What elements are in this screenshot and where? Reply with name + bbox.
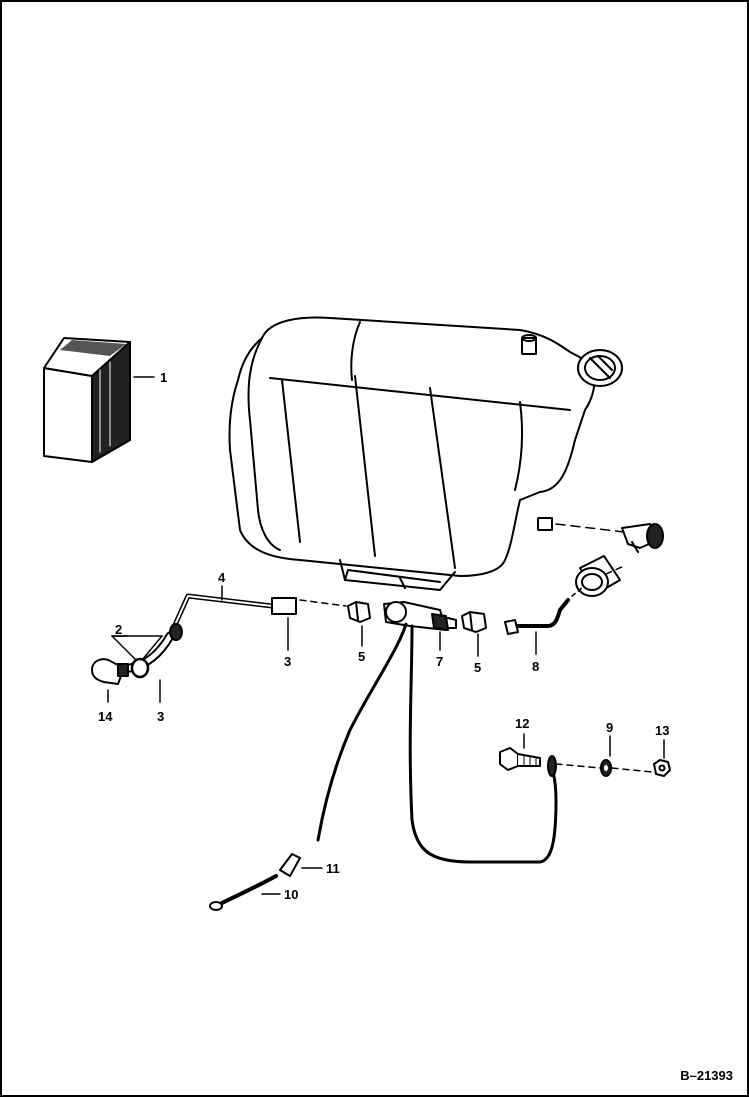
hose-icon — [125, 597, 297, 673]
bolt-icon — [499, 747, 557, 777]
callout-1: 1 — [160, 370, 167, 385]
fuel-tank — [228, 316, 623, 591]
callout-3-upper: 3 — [284, 654, 291, 669]
washer-icon — [600, 759, 612, 777]
callout-10: 10 — [284, 887, 298, 902]
nut-icon — [653, 759, 671, 777]
wire-icon — [209, 874, 278, 911]
wire-harness — [316, 622, 653, 864]
callout-5-right: 5 — [474, 660, 481, 675]
line-icon — [504, 587, 583, 635]
callout-9: 9 — [606, 720, 613, 735]
callout-12: 12 — [515, 716, 529, 731]
pump-icon — [383, 601, 457, 631]
callout-4: 4 — [218, 570, 226, 585]
callout-13: 13 — [655, 723, 669, 738]
leader-lines — [107, 376, 665, 895]
battery-icon — [43, 337, 131, 463]
tube-icon — [167, 593, 275, 639]
figure-id: B–21393 — [680, 1068, 733, 1083]
callout-7: 7 — [436, 654, 443, 669]
connector-icon — [279, 853, 301, 877]
callout-14: 14 — [98, 709, 113, 724]
nozzle-icon — [91, 658, 129, 685]
callout-11: 11 — [326, 861, 340, 876]
fitting-icon — [347, 601, 487, 633]
callout-2: 2 — [115, 622, 122, 637]
callout-3-lower: 3 — [157, 709, 164, 724]
fuel-filter-icon — [575, 555, 625, 597]
callout-5-left: 5 — [358, 649, 365, 664]
hose-clamp-icon — [130, 623, 183, 679]
callout-8: 8 — [532, 659, 539, 674]
elbow-fitting — [621, 523, 664, 553]
